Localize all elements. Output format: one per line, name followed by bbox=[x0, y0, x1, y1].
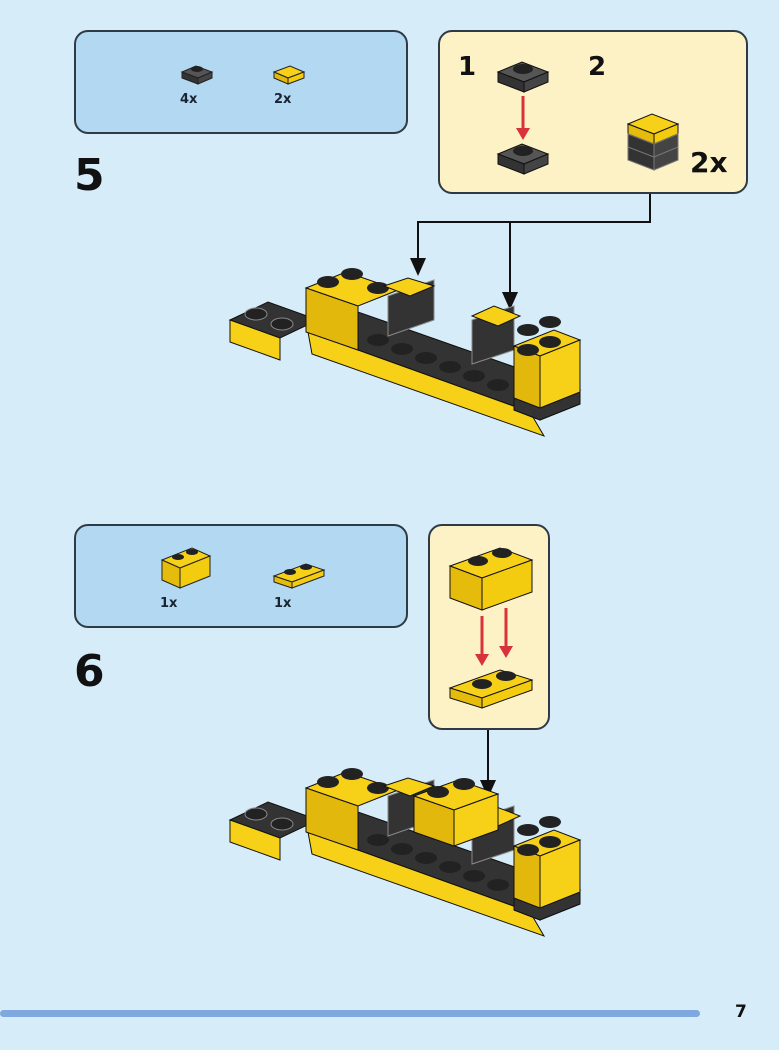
part-qty: 4x bbox=[180, 92, 198, 107]
yellow-tile-icon bbox=[272, 65, 306, 85]
multiplier-label: 2x bbox=[690, 146, 728, 179]
dark-round-plate-icon bbox=[180, 65, 214, 85]
step5-model-illustration bbox=[228, 268, 582, 437]
arrow-down-icon bbox=[480, 780, 496, 798]
step6-parts-list: 1x 1x bbox=[74, 524, 408, 628]
part-qty: 1x bbox=[160, 596, 178, 611]
part-qty: 2x bbox=[274, 92, 292, 107]
step-number: 5 bbox=[74, 150, 105, 201]
arrow-down-icon bbox=[410, 258, 426, 276]
sub-assembly-illustration bbox=[448, 547, 534, 709]
page-number: 7 bbox=[735, 1002, 747, 1022]
sub-assembly-1-illustration bbox=[496, 61, 550, 175]
step5-parts-list: 4x 2x bbox=[74, 30, 408, 134]
yellow-plate-1x2-icon bbox=[272, 563, 326, 589]
red-arrow-icon bbox=[475, 654, 489, 666]
sub-step-number: 2 bbox=[588, 52, 607, 82]
step6-model-illustration bbox=[228, 768, 582, 937]
red-arrow-icon bbox=[499, 646, 513, 658]
step5-sub-assembly-callout: 1 2 2x bbox=[438, 30, 748, 194]
footer-bar bbox=[0, 1010, 700, 1017]
step6-sub-assembly-callout bbox=[428, 524, 550, 730]
yellow-brick-1x2-icon bbox=[160, 547, 212, 589]
arrow-down-icon bbox=[502, 292, 518, 310]
sub-assembly-2-illustration bbox=[626, 113, 680, 171]
part-qty: 1x bbox=[274, 596, 292, 611]
sub-step-number: 1 bbox=[458, 52, 477, 82]
step-number: 6 bbox=[74, 646, 105, 697]
